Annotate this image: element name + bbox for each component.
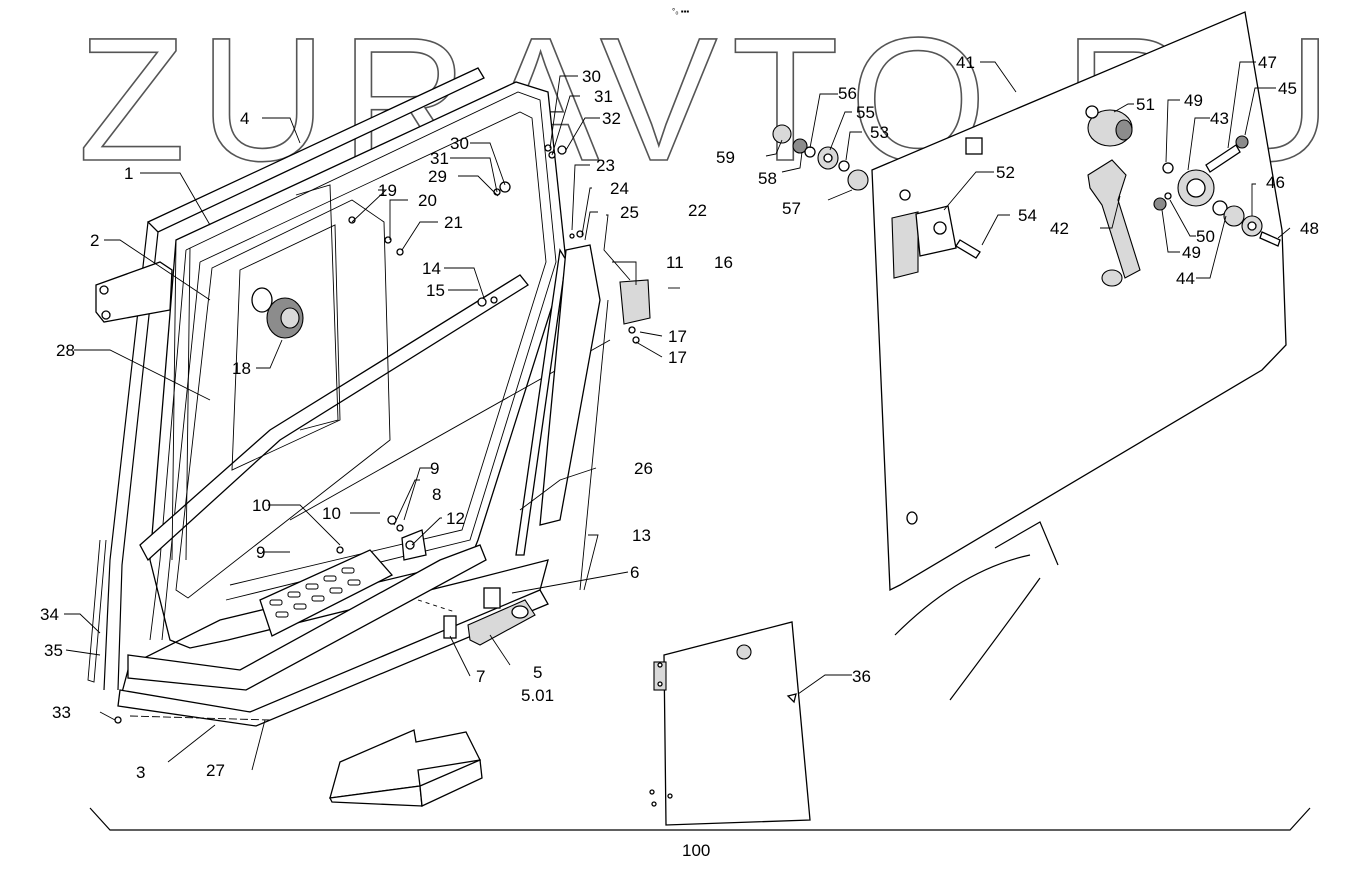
vent-panel (259, 549, 394, 637)
callout-36: 36 (852, 667, 871, 686)
callout-5: 5 (533, 663, 542, 682)
callout-11: 11 (666, 253, 684, 272)
callout-6: 6 (630, 563, 639, 582)
arrow-3d (329, 729, 483, 807)
callout-10-lower: 10 (322, 504, 341, 523)
callout-1: 1 (124, 164, 133, 183)
callout-14: 14 (422, 259, 441, 278)
callout-45: 45 (1278, 79, 1297, 98)
assembly-number: 100 (682, 841, 710, 860)
callout-2: 2 (90, 231, 99, 250)
callout-52: 52 (996, 163, 1015, 182)
hinge-52 (891, 211, 919, 279)
callout-53: 53 (870, 123, 889, 142)
callout-50: 50 (1196, 227, 1215, 246)
callout-17-lower: 17 (668, 348, 687, 367)
glass-door-assembly (772, 11, 1287, 592)
callout-42: 42 (1050, 219, 1069, 238)
callout-47: 47 (1258, 53, 1277, 72)
glass-panel-28 (175, 199, 391, 599)
callout-33: 33 (52, 703, 71, 722)
frame-outer-4 (146, 67, 485, 233)
glass-door-41 (871, 11, 1287, 592)
callout-12: 12 (446, 509, 465, 528)
callout-56: 56 (838, 84, 857, 103)
callout-41: 41 (956, 53, 975, 72)
small-door-36 (649, 621, 811, 826)
callout-34: 34 (40, 605, 59, 624)
callout-43: 43 (1210, 109, 1229, 128)
top-mark: °₀ ▪▪▪ (672, 7, 689, 16)
callout-25: 25 (620, 203, 639, 222)
callout-54: 54 (1018, 206, 1037, 225)
curved-arrow (894, 521, 1059, 701)
callout-8: 8 (432, 485, 441, 504)
door-frame-assembly (87, 67, 651, 727)
callout-7: 7 (476, 667, 485, 686)
callout-19: 19 (378, 181, 397, 200)
callout-13: 13 (632, 526, 651, 545)
callout-5-01: 5.01 (521, 686, 554, 705)
callout-31-upper: 31 (594, 87, 613, 106)
callout-30-upper: 30 (582, 67, 601, 86)
callout-57: 57 (782, 199, 801, 218)
callout-49-lower: 49 (1182, 243, 1201, 262)
hinge-11 (619, 279, 651, 325)
callout-32: 32 (602, 109, 621, 128)
callout-18: 18 (232, 359, 251, 378)
callout-46: 46 (1266, 173, 1285, 192)
callout-27: 27 (206, 761, 225, 780)
callout-35: 35 (44, 641, 63, 660)
callout-49-upper: 49 (1184, 91, 1203, 110)
callout-28: 28 (56, 341, 75, 360)
callout-55: 55 (856, 103, 875, 122)
callout-3: 3 (136, 763, 145, 782)
callout-23: 23 (596, 156, 615, 175)
callout-30-lower: 30 (450, 134, 469, 153)
callout-10-upper: 10 (252, 496, 271, 515)
callout-29: 29 (428, 167, 447, 186)
callout-44: 44 (1176, 269, 1195, 288)
callout-17-upper: 17 (668, 327, 687, 346)
callout-58: 58 (758, 169, 777, 188)
callout-51: 51 (1136, 95, 1155, 114)
leader-lines (64, 61, 1291, 771)
callout-59: 59 (716, 148, 735, 167)
callout-9-lower: 9 (256, 543, 265, 562)
callout-15: 15 (426, 281, 445, 300)
callout-26: 26 (634, 459, 653, 478)
callout-22: 22 (688, 201, 707, 220)
callout-21: 21 (444, 213, 463, 232)
callout-31-lower: 31 (430, 149, 449, 168)
callout-labels: 1 2 3 4 5 5.01 6 7 8 9 9 10 10 11 12 13 … (40, 53, 1319, 782)
callout-20: 20 (418, 191, 437, 210)
callout-24: 24 (610, 179, 629, 198)
callout-48: 48 (1300, 219, 1319, 238)
callout-4: 4 (240, 109, 249, 128)
callout-16: 16 (714, 253, 733, 272)
callout-9-upper: 9 (430, 459, 439, 478)
assembly-brace (89, 807, 1311, 831)
